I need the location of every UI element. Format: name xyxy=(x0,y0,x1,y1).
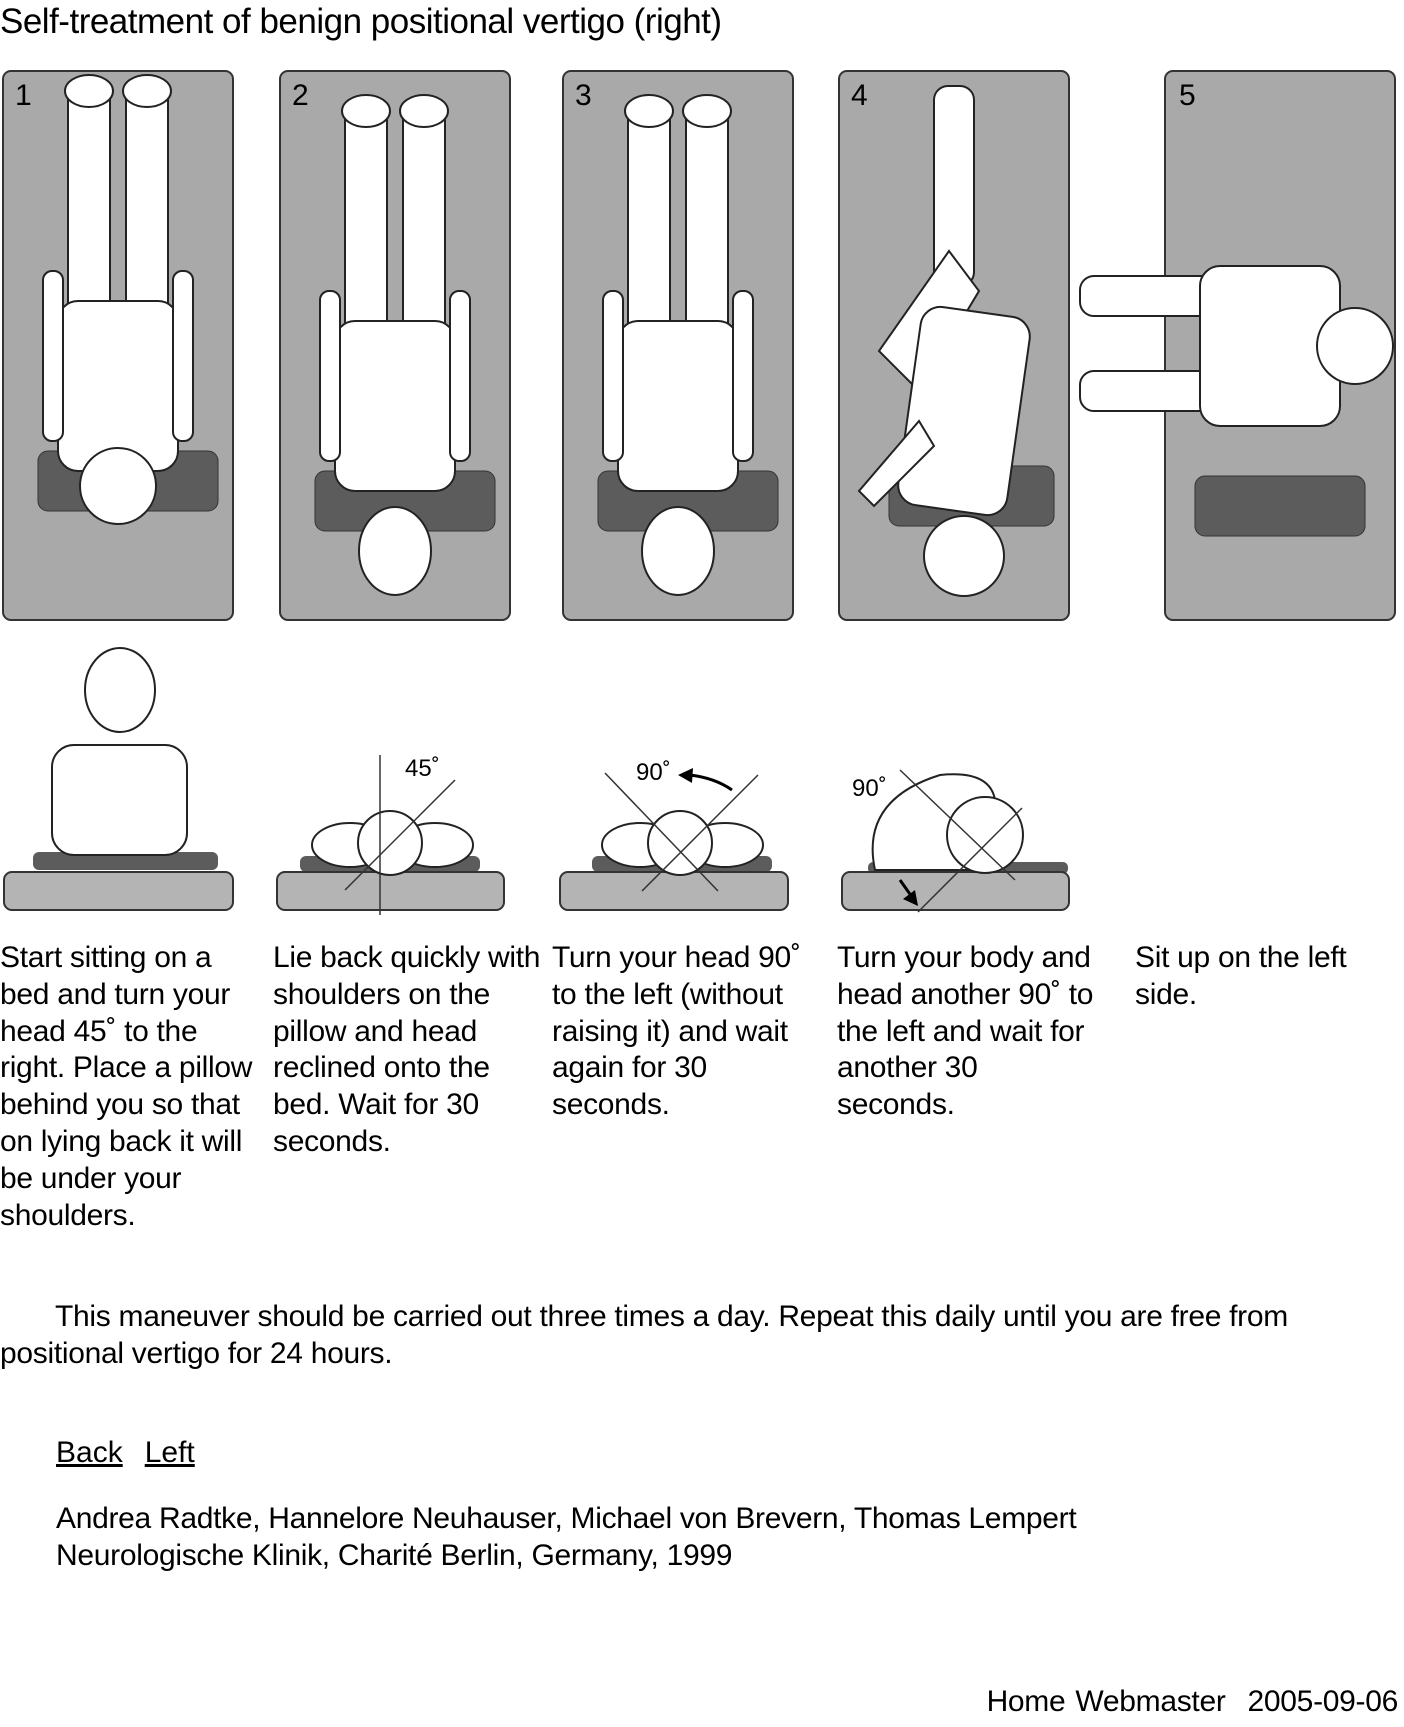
credits: Andrea Radtke, Hannelore Neuhauser, Mich… xyxy=(56,1500,1077,1574)
angle-label: 90˚ xyxy=(636,759,671,786)
footer: Home Webmaster 2005-09-06 xyxy=(977,1685,1399,1719)
navigation-links: Back Left xyxy=(56,1436,217,1470)
step-number: 5 xyxy=(1179,79,1196,112)
step-3-lying-panel: 3 xyxy=(562,70,794,621)
home-link[interactable]: Home xyxy=(986,1685,1066,1718)
step-5-sitting-panel: 5 xyxy=(1079,70,1396,621)
step-number: 4 xyxy=(851,79,868,112)
illustration: 1 2 3 4 5 xyxy=(2,70,1396,915)
left-link[interactable]: Left xyxy=(144,1436,195,1469)
step-4-description: Turn your body and head another 90˚ to t… xyxy=(837,941,1094,1122)
step-number: 3 xyxy=(575,79,592,112)
step-4-lying-panel: 4 xyxy=(838,70,1070,621)
step-2-description: Lie back quickly with shoulders on the p… xyxy=(273,941,541,1158)
step-1-lying-panel: 1 xyxy=(2,70,234,621)
step-1-side-view xyxy=(3,647,234,911)
institution: Neurologische Klinik, Charité Berlin, Ge… xyxy=(56,1539,733,1572)
step-1-description: Start sitting on a bed and turn your hea… xyxy=(0,941,253,1232)
step-5-description: Sit up on the left side. xyxy=(1135,941,1347,1011)
step-number: 1 xyxy=(15,79,32,112)
back-link[interactable]: Back xyxy=(56,1436,123,1469)
step-3-side-view: 90˚ xyxy=(559,759,789,911)
step-2-lying-panel: 2 xyxy=(279,70,511,621)
instructions-paragraph: This maneuver should be carried out thre… xyxy=(0,1300,1288,1370)
angle-label: 90˚ xyxy=(852,775,887,802)
step-3-description: Turn your head 90˚ to the left (without … xyxy=(552,941,801,1122)
step-2-side-view: 45˚ xyxy=(276,755,505,915)
page-title: Self-treatment of benign positional vert… xyxy=(0,2,722,41)
authors: Andrea Radtke, Hannelore Neuhauser, Mich… xyxy=(56,1502,1077,1535)
step-number: 2 xyxy=(292,79,309,112)
last-updated-date: 2005-09-06 xyxy=(1247,1685,1399,1718)
webmaster-link[interactable]: Webmaster xyxy=(1075,1685,1226,1718)
step-4-side-view: 90˚ xyxy=(841,769,1070,913)
angle-label: 45˚ xyxy=(405,755,440,782)
